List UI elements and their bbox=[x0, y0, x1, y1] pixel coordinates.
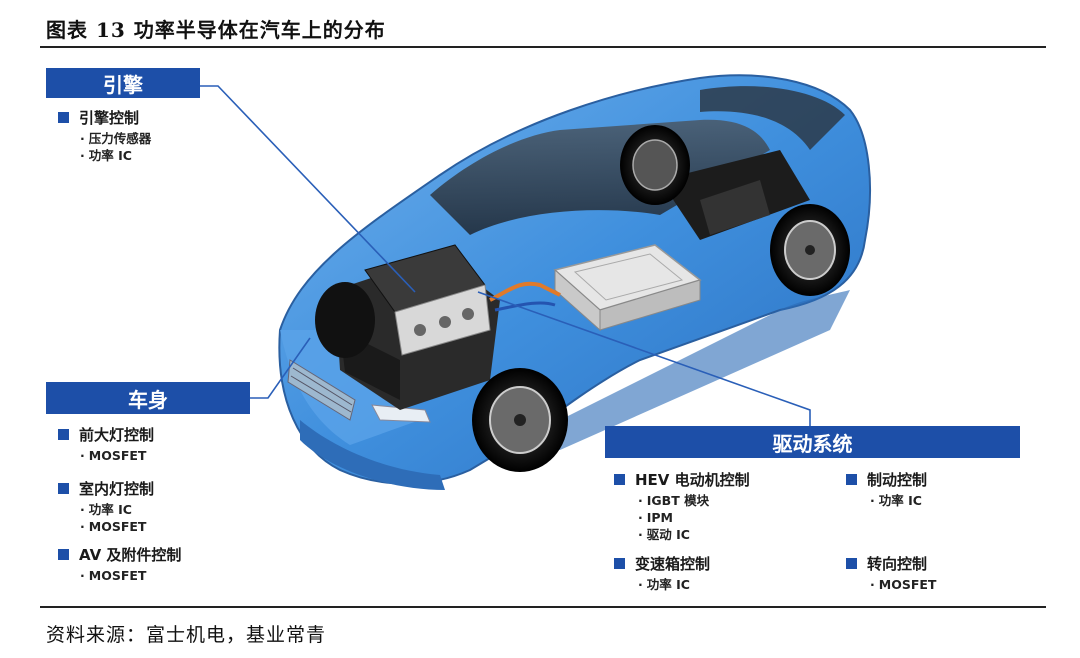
brake-control-items: 功率 IC bbox=[870, 492, 922, 509]
list-item: 功率 IC bbox=[80, 501, 146, 518]
bullet-square-icon bbox=[846, 558, 857, 569]
headlight-control-label: 前大灯控制 bbox=[58, 424, 154, 445]
steering-control-items: MOSFET bbox=[870, 576, 937, 593]
bullet-square-icon bbox=[614, 558, 625, 569]
list-item: 功率 IC bbox=[80, 147, 151, 164]
transmission-control-items: 功率 IC bbox=[638, 576, 690, 593]
engine-control-items: 压力传感器 功率 IC bbox=[80, 130, 152, 164]
list-item: IPM bbox=[638, 509, 709, 526]
steering-control-label: 转向控制 bbox=[846, 553, 927, 574]
list-item: MOSFET bbox=[80, 567, 147, 584]
bullet-square-icon bbox=[58, 112, 69, 123]
rear-drive-unit bbox=[660, 150, 810, 240]
hev-motor-control-label: HEV 电动机控制 bbox=[614, 469, 750, 490]
hv-cable bbox=[489, 281, 561, 302]
front-wheel bbox=[472, 368, 568, 472]
list-item: IGBT 模块 bbox=[638, 492, 709, 509]
bullet-square-icon bbox=[58, 429, 69, 440]
signal-cable bbox=[494, 301, 556, 312]
drive-banner: 驱动系统 bbox=[605, 426, 1020, 458]
list-item: 功率 IC bbox=[638, 576, 690, 593]
av-accessory-control-items: MOSFET bbox=[80, 567, 147, 584]
interior-light-control-label: 室内灯控制 bbox=[58, 478, 154, 499]
headlight-control-items: MOSFET bbox=[80, 447, 147, 464]
list-item: MOSFET bbox=[80, 518, 147, 535]
list-item: 压力传感器 bbox=[80, 130, 152, 147]
rear-wheel-right bbox=[770, 204, 850, 296]
list-item: MOSFET bbox=[870, 576, 937, 593]
interior-light-control-items: 功率 IC MOSFET bbox=[80, 501, 147, 535]
figure-title: 图表 13 功率半导体在汽车上的分布 bbox=[46, 18, 386, 42]
av-accessory-control-label: AV 及附件控制 bbox=[58, 544, 181, 565]
bullet-square-icon bbox=[846, 474, 857, 485]
figure-source: 资料来源：富士机电，基业常青 bbox=[46, 624, 327, 646]
engine-banner: 引擎 bbox=[46, 68, 200, 98]
list-item: MOSFET bbox=[80, 447, 147, 464]
transmission-control-label: 变速箱控制 bbox=[614, 553, 710, 574]
engine-control-label: 引擎控制 bbox=[58, 107, 139, 128]
bullet-square-icon bbox=[58, 549, 69, 560]
body-banner: 车身 bbox=[46, 382, 250, 414]
hev-motor-control-items: IGBT 模块 IPM 驱动 IC bbox=[638, 492, 709, 543]
engine-block bbox=[335, 244, 500, 410]
front-wheel-left bbox=[315, 282, 375, 358]
list-item: 驱动 IC bbox=[638, 526, 709, 543]
top-rule bbox=[40, 46, 1046, 48]
bottom-rule bbox=[40, 606, 1046, 608]
leader-lines bbox=[200, 85, 811, 426]
brake-control-label: 制动控制 bbox=[846, 469, 927, 490]
rear-wheel-left bbox=[620, 125, 690, 205]
battery-pack bbox=[553, 244, 702, 332]
bullet-square-icon bbox=[614, 474, 625, 485]
bullet-square-icon bbox=[58, 483, 69, 494]
list-item: 功率 IC bbox=[870, 492, 922, 509]
